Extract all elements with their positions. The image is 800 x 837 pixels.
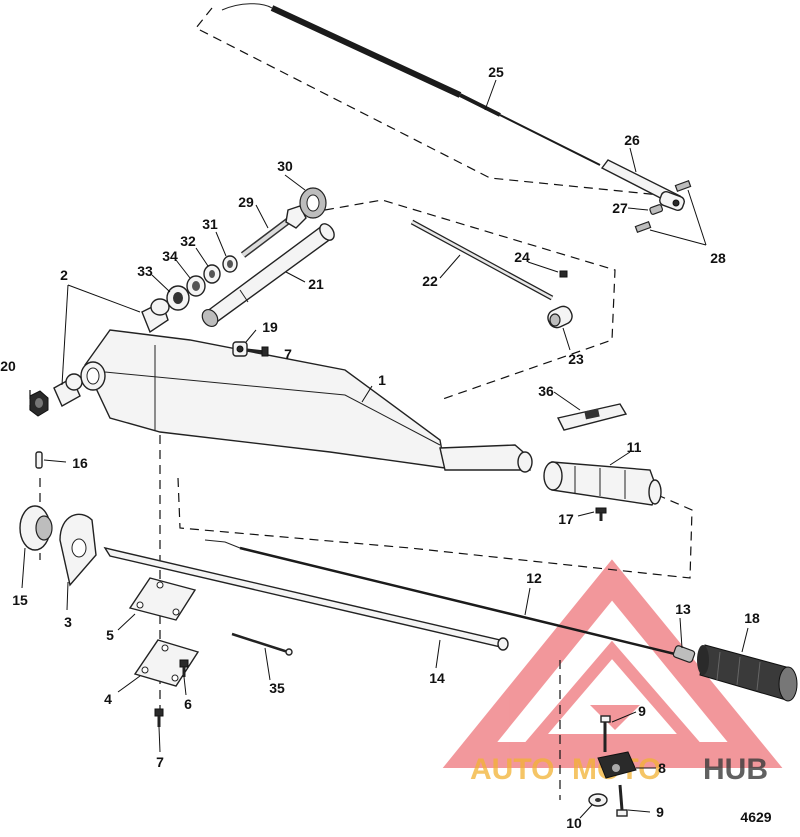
part-31-washer (222, 255, 238, 273)
part-9-bolt-lower (616, 784, 628, 817)
part-7-screw-lower (154, 708, 164, 727)
part-35-pin (231, 632, 293, 656)
part-19-bracket (232, 341, 248, 357)
part-22-rod (410, 219, 554, 301)
part-8-clamp-block (597, 751, 637, 779)
part-21-pivot-shaft (201, 223, 335, 327)
part-4-plate (133, 639, 200, 687)
watermark-hub: HUB (703, 753, 768, 786)
part-28-set-screws (634, 180, 692, 233)
label-16: 16 (72, 455, 88, 471)
part-11-throttle-grip (543, 461, 662, 506)
part-23-clamp (547, 305, 573, 329)
part-15-cap (19, 505, 53, 551)
part-25-cable (221, 3, 601, 166)
label-3: 3 (64, 614, 72, 630)
part-12-throttle-cable (204, 539, 676, 656)
part-27-screw (649, 204, 664, 215)
label-18: 18 (744, 610, 760, 626)
label-25: 25 (488, 64, 504, 80)
part-20-nut (29, 390, 49, 417)
part-6-screw (179, 659, 189, 677)
label-4: 4 (104, 691, 112, 707)
label-1: 1 (378, 372, 386, 388)
label-20: 20 (0, 358, 16, 374)
part-24-screw (559, 270, 568, 278)
label-17: 17 (558, 511, 574, 527)
label-36: 36 (538, 383, 554, 399)
label-9-lower: 9 (656, 804, 664, 820)
label-5: 5 (106, 627, 114, 643)
part-32-washer (203, 264, 221, 284)
part-34-washer (186, 275, 206, 297)
label-32: 32 (180, 233, 196, 249)
label-7-lower: 7 (156, 754, 164, 770)
part-33-bushing (166, 285, 190, 311)
label-13: 13 (675, 601, 691, 617)
part-29-bolt (240, 205, 307, 258)
label-24: 24 (514, 249, 530, 265)
leader-lines (21, 79, 749, 819)
part-17-screw (595, 507, 607, 521)
label-12: 12 (526, 570, 542, 586)
part-13-fitting (672, 645, 696, 663)
label-10: 10 (566, 815, 582, 831)
part-2-bushings (53, 298, 170, 407)
label-30: 30 (277, 158, 293, 174)
part-36-decal (556, 403, 628, 431)
label-22: 22 (422, 273, 438, 289)
label-29: 29 (238, 194, 254, 210)
watermark-text: AUTO MOTO HUB (470, 753, 768, 786)
label-21: 21 (308, 276, 324, 292)
label-34: 34 (162, 248, 178, 264)
label-31: 31 (202, 216, 218, 232)
label-11: 11 (627, 439, 642, 455)
part-30-bushing (299, 187, 327, 219)
label-14: 14 (429, 670, 445, 686)
label-19: 19 (262, 319, 278, 335)
label-9-upper: 9 (638, 703, 646, 719)
label-26: 26 (624, 132, 640, 148)
part-14-tube (103, 546, 509, 651)
part-26-tiller-link (600, 159, 685, 211)
label-33: 33 (137, 263, 153, 279)
part-18-throttle-handle (697, 644, 798, 702)
watermark-auto: AUTO (470, 753, 554, 786)
figure-number: 4629 (740, 809, 771, 825)
part-10-wing-nut (588, 793, 608, 807)
part-9-bolt-upper (600, 715, 611, 752)
label-15: 15 (12, 592, 28, 608)
label-7-upper: 7 (284, 346, 292, 362)
label-28: 28 (710, 250, 726, 266)
part-5-plate (128, 577, 197, 621)
label-23: 23 (568, 351, 584, 367)
label-6: 6 (184, 696, 192, 712)
label-35: 35 (269, 680, 285, 696)
part-3-cover (59, 513, 97, 587)
label-27: 27 (612, 200, 628, 216)
label-8: 8 (658, 760, 666, 776)
part-7-screw-upper (246, 346, 269, 357)
label-2: 2 (60, 267, 68, 283)
part-16-pin (35, 451, 43, 469)
part-number-labels: 25 26 27 28 30 29 31 32 34 33 21 22 24 2… (0, 64, 772, 831)
part-1-tiller-arm (80, 329, 533, 473)
